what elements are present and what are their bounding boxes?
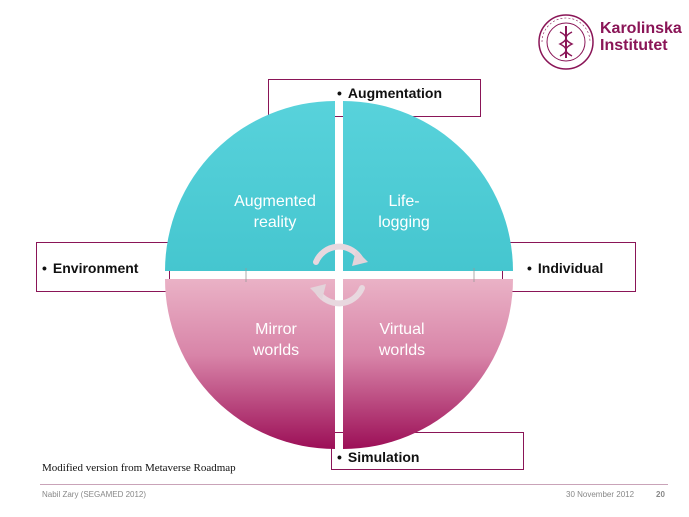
footer-divider (40, 484, 668, 485)
page-number: 20 (656, 490, 665, 499)
quadrant-life-logging (343, 101, 513, 271)
bullet: • (42, 260, 47, 276)
individual-label: Individual (537, 260, 604, 276)
quadrant-virtual-worlds (343, 279, 513, 449)
bullet: • (337, 449, 342, 465)
life-logging-line1: Life- (388, 193, 419, 210)
virtual-worlds-line1: Virtual (379, 321, 424, 338)
virtual-worlds-line2: worlds (378, 342, 425, 359)
augmented-reality-line1: Augmented (234, 193, 316, 210)
life-logging-line2: logging (378, 214, 430, 231)
quadrant-augmented-reality (165, 101, 335, 271)
karolinska-logo: Karolinska Institutet (536, 12, 682, 72)
mirror-worlds-line1: Mirror (255, 321, 297, 338)
augmentation-label: Augmentation (347, 85, 443, 101)
footer-author: Nabil Zary (SEGAMED 2012) (42, 490, 147, 499)
seal-icon (538, 14, 594, 70)
logo-line-2: Institutet (600, 37, 668, 54)
augmented-reality-line2: reality (254, 214, 297, 231)
quadrant-mirror-worlds (165, 279, 335, 449)
environment-label: Environment (52, 260, 139, 276)
logo-wordmark: Karolinska Institutet (600, 20, 682, 54)
simulation-box: • Simulation (331, 432, 524, 470)
logo-line-1: Karolinska (600, 20, 682, 37)
simulation-label: Simulation (347, 449, 420, 465)
source-caption: Modified version from Metaverse Roadmap (42, 462, 236, 474)
bullet: • (337, 85, 342, 101)
footer-date: 30 November 2012 (566, 490, 635, 499)
bullet: • (527, 260, 532, 276)
mirror-worlds-line2: worlds (252, 342, 299, 359)
